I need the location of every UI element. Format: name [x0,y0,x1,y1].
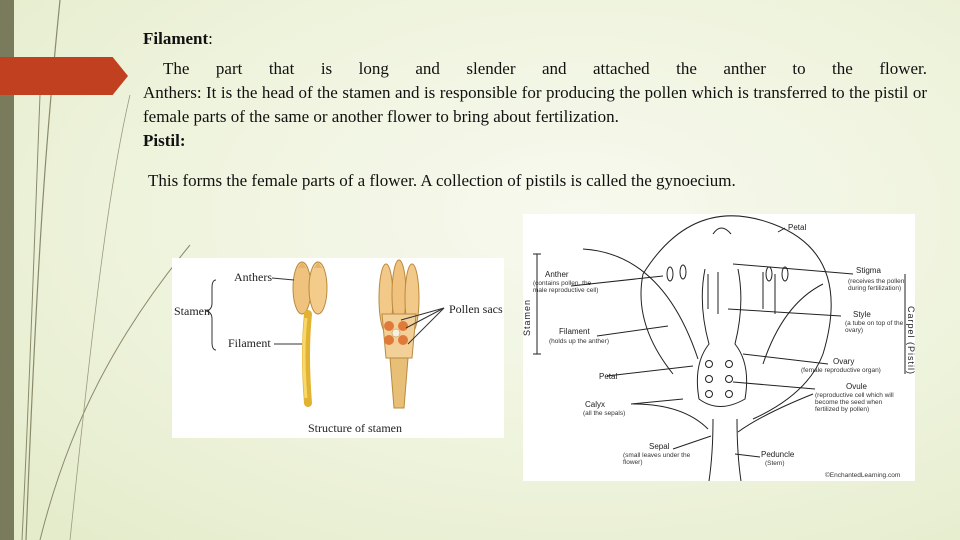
label-stigma-note: (receives the pollen during fertilizatio… [848,278,905,292]
label-peduncle-note: (Stem) [765,460,785,467]
label-style: Style [853,310,871,319]
stamen-caption: Structure of stamen [308,421,402,435]
text-block: Filament: The part that is long and slen… [143,27,927,159]
paragraph-2: This forms the female parts of a flower.… [148,171,736,190]
decorative-lines [21,0,191,540]
paragraph-1-line-1: The part that is long and slender and at… [163,59,927,78]
label-pollen-sacs: Pollen sacs [449,302,503,316]
label-filament-flower: Filament [559,327,590,336]
paragraph-1: The part that is long and slender and at… [143,57,927,129]
label-petal-left: Petal [599,372,618,381]
flower-illustration [533,215,906,481]
label-calyx-note: (all the sepals) [583,410,626,417]
filament-heading-colon: : [208,29,213,48]
label-ovule-note: (reproductive cell which will become the… [815,392,894,413]
label-style-note: (a tube on top of the ovary) [845,320,904,334]
label-carpel-vertical: Carpel (Pistil) [906,306,916,376]
label-ovary-note: (female reproductive organ) [801,367,881,374]
label-anther: Anther [545,270,569,279]
label-sepal: Sepal [649,442,670,451]
label-filament-note: (holds up the anther) [549,338,609,345]
filament-heading-label: Filament [143,29,209,48]
pistil-heading: Pistil: [143,131,186,150]
stamen-illustration [205,259,445,409]
label-peduncle: Peduncle [761,450,795,459]
stamen-figure: Anthers Stamen Filament Pollen sacs Stru… [172,258,504,438]
label-stamen-vertical: Stamen [522,298,532,336]
label-petal-top: Petal [788,223,807,232]
paragraph-1-rest: Anthers: It is the head of the stamen an… [143,83,927,126]
left-decorative-bar [0,0,14,540]
label-ovary: Ovary [833,357,855,366]
accent-arrow-tab [0,57,128,95]
label-ovule: Ovule [846,382,867,391]
filament-heading: Filament: [143,27,927,51]
label-filament: Filament [228,336,271,350]
credit-text: ©EnchantedLearning.com [825,472,901,479]
label-anther-note: (contains pollen, the male reproductive … [533,280,599,294]
label-sepal-note: (small leaves under the flower) [623,452,691,466]
label-calyx: Calyx [585,400,606,409]
label-stamen: Stamen [174,304,210,318]
flower-figure: Petal Stigma (receives the pollen during… [522,214,916,481]
label-anthers: Anthers [234,270,272,284]
label-stigma: Stigma [856,266,881,275]
